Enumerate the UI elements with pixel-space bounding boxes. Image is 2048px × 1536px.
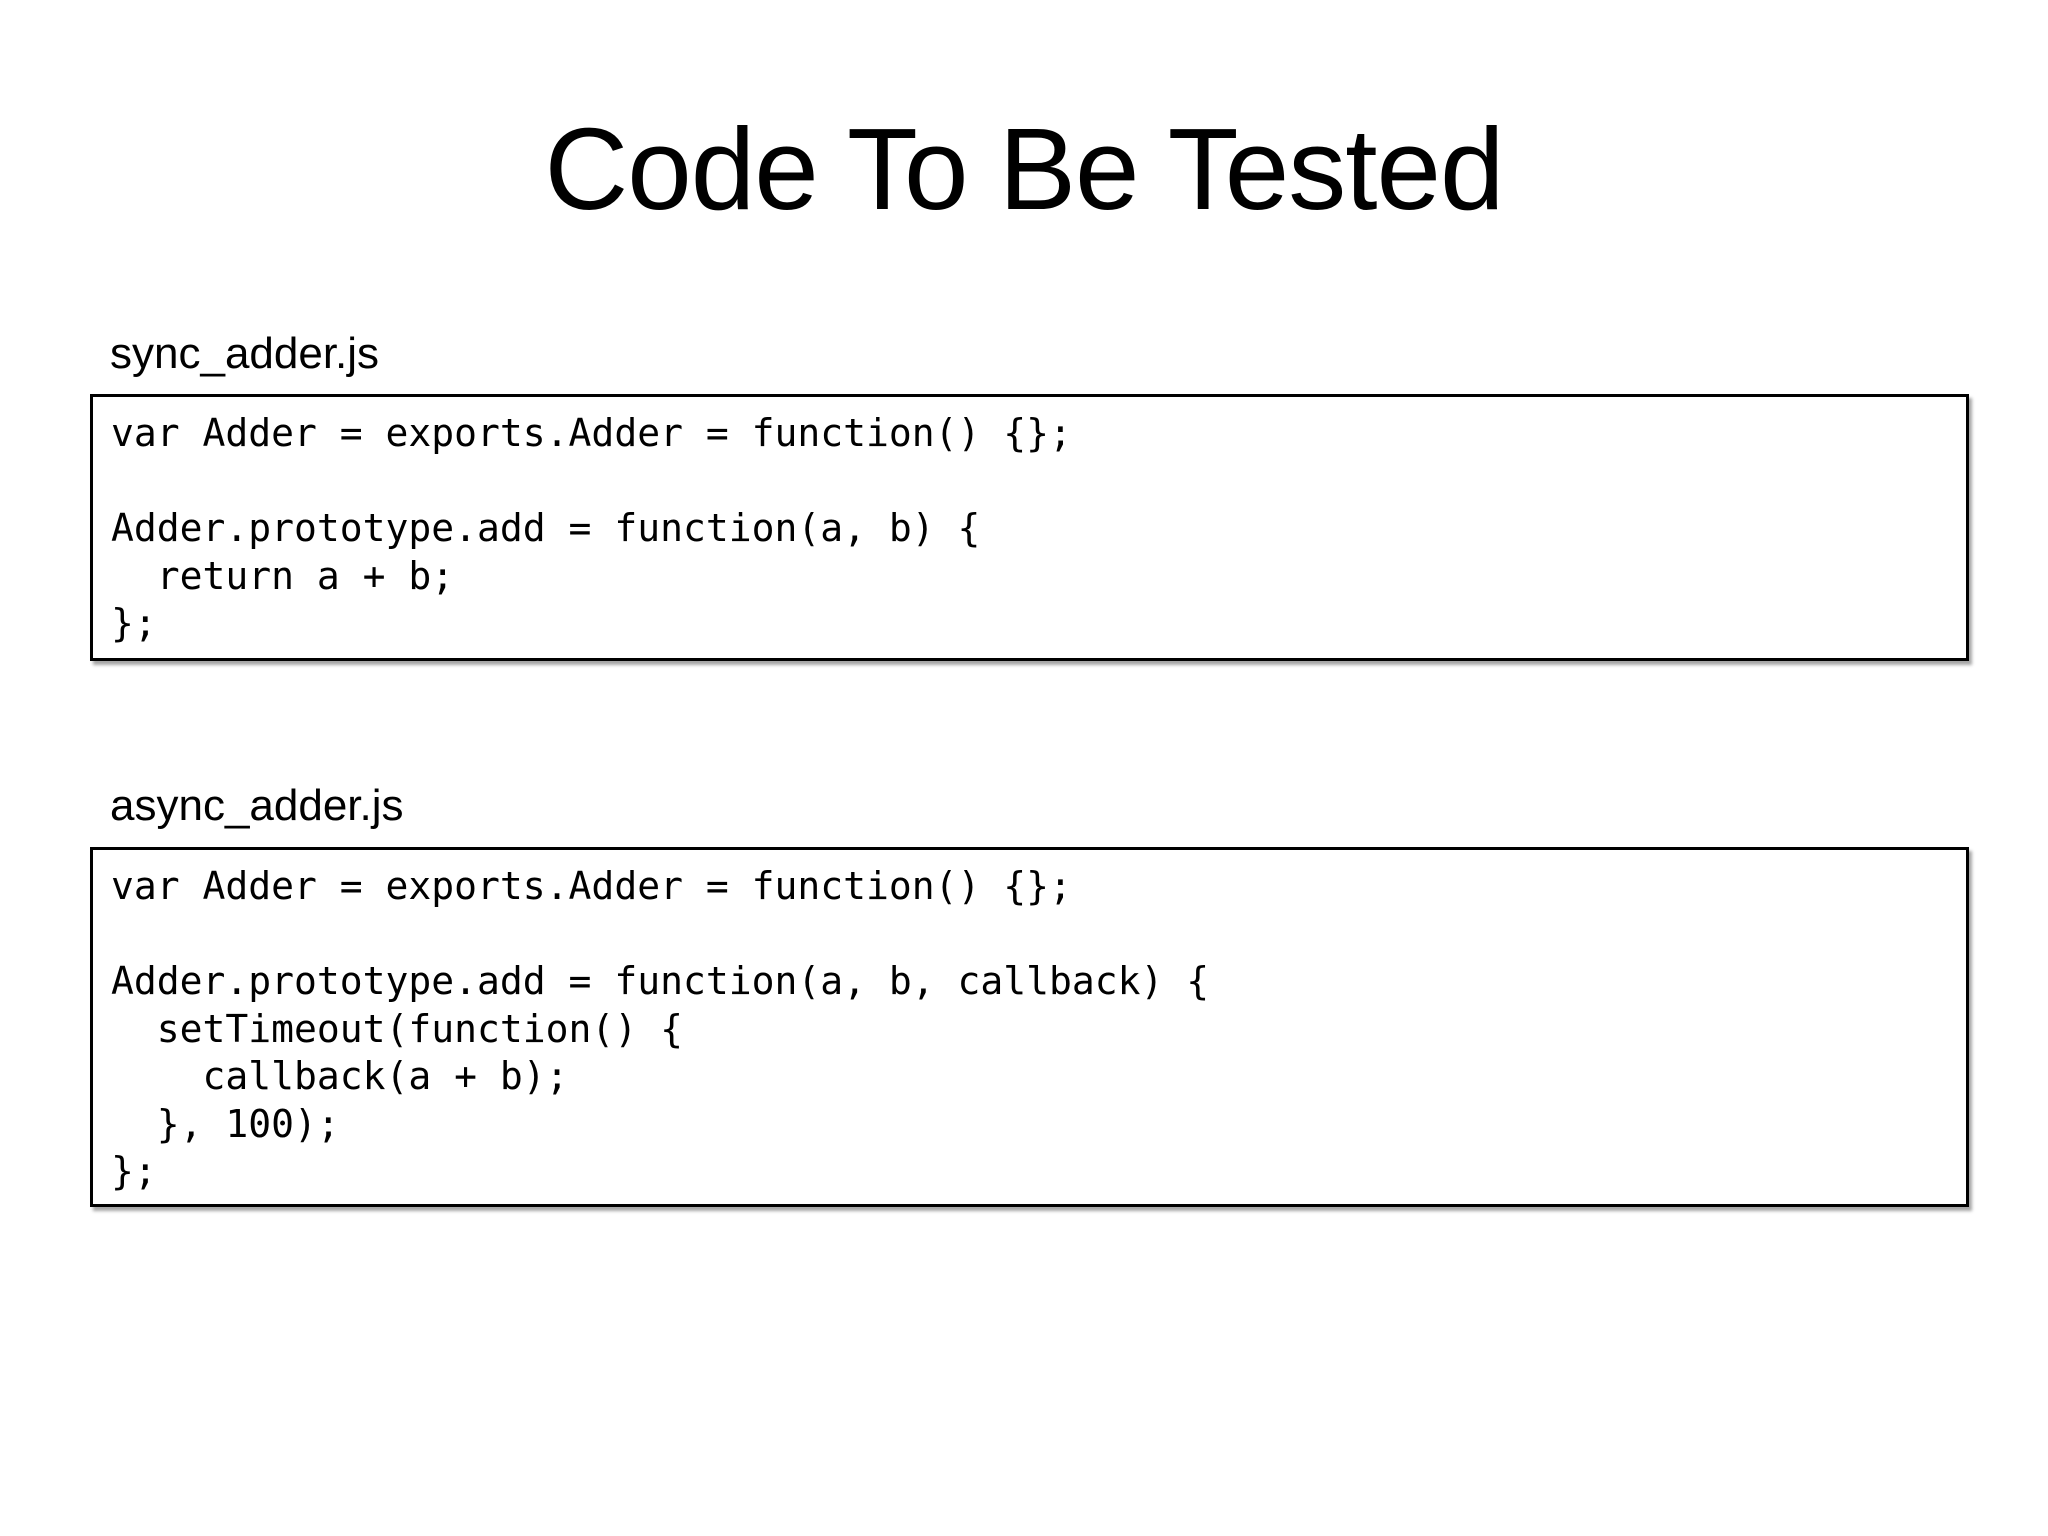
- page-title: Code To Be Tested: [544, 104, 1505, 234]
- code-text-async-adder: var Adder = exports.Adder = function() {…: [111, 864, 1210, 1193]
- code-box-async-adder: var Adder = exports.Adder = function() {…: [90, 847, 1969, 1207]
- code-box-sync-adder: var Adder = exports.Adder = function() {…: [90, 394, 1969, 661]
- code-text-sync-adder: var Adder = exports.Adder = function() {…: [111, 411, 1072, 645]
- filename-label-sync-adder: sync_adder.js: [110, 329, 380, 378]
- filename-label-async-adder: async_adder.js: [110, 781, 404, 830]
